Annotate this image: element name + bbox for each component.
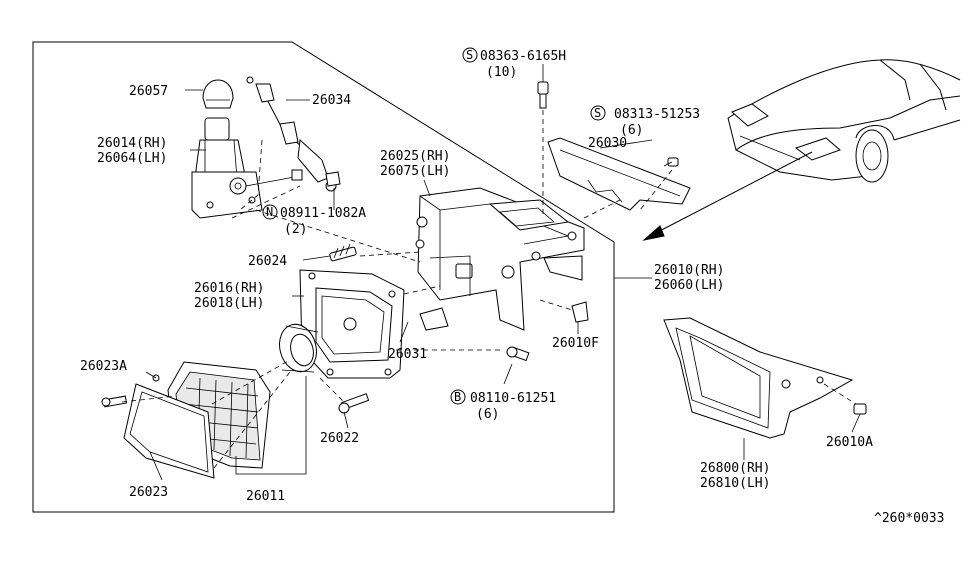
label-26014: 26014(RH)	[97, 136, 167, 151]
nut-08911-graphic	[325, 171, 341, 187]
screw-08363-graphic	[537, 81, 549, 214]
label-26023: 26023	[129, 485, 168, 500]
bolt-08110-graphic	[506, 346, 530, 362]
label-26010F: 26010F	[552, 336, 599, 351]
assembly-guide-lines	[121, 185, 621, 469]
symbol-b-08110-letter: B	[454, 390, 461, 404]
symbol-s-08313-letter: S	[594, 106, 601, 120]
headlamp-shroud-graphic	[663, 317, 867, 439]
label-08911: 08911-1082A	[280, 206, 366, 221]
screw-26022-graphic	[338, 393, 370, 414]
label-26030: 26030	[588, 136, 627, 151]
drawing-code: ^260*0033	[874, 511, 944, 526]
screw-08313-graphic	[639, 157, 679, 211]
label-08110-qty: (6)	[476, 407, 499, 422]
label-26800: 26800(RH)	[700, 461, 770, 476]
headlamp-housing-graphic	[299, 269, 405, 379]
label-26010A: 26010A	[826, 435, 873, 450]
label-26060: 26060(LH)	[654, 278, 724, 293]
callout-arrow	[642, 151, 813, 241]
adjuster-ring-graphic	[279, 323, 319, 373]
adjust-screw-26024-graphic	[329, 243, 357, 262]
diagram-frame	[32, 41, 615, 513]
label-08313-qty: (6)	[620, 123, 643, 138]
label-08313: 08313-51253	[614, 107, 700, 122]
label-26022: 26022	[320, 431, 359, 446]
symbol-s-08313: S	[590, 105, 606, 121]
label-08363-qty: (10)	[486, 65, 517, 80]
headlamp-motor-graphic	[191, 79, 303, 219]
label-26057: 26057	[129, 84, 168, 99]
mounting-bracket-graphic	[415, 187, 585, 331]
label-26018: 26018(LH)	[194, 296, 264, 311]
leader-lines	[145, 64, 861, 481]
label-26034: 26034	[312, 93, 351, 108]
label-08110: 08110-61251	[470, 391, 556, 406]
label-26011: 26011	[246, 489, 285, 504]
label-26016: 26016(RH)	[194, 281, 264, 296]
label-26025: 26025(RH)	[380, 149, 450, 164]
label-08911-qty: (2)	[284, 222, 307, 237]
label-26064: 26064(LH)	[97, 151, 167, 166]
symbol-b-08110: B	[450, 389, 466, 405]
label-26031: 26031	[388, 347, 427, 362]
symbol-s-08363-letter: S	[466, 48, 473, 62]
label-26075: 26075(LH)	[380, 164, 450, 179]
symbol-s-08363: S	[462, 47, 478, 63]
screw-26023a-graphic	[101, 395, 128, 408]
label-26810: 26810(LH)	[700, 476, 770, 491]
clip-26010f-graphic	[571, 301, 589, 323]
car-illustration	[727, 59, 961, 183]
label-26024: 26024	[248, 254, 287, 269]
symbol-n-08911-letter: N	[266, 205, 273, 219]
symbol-n-08911: N	[262, 204, 278, 220]
label-26010: 26010(RH)	[654, 263, 724, 278]
label-26023A: 26023A	[80, 359, 127, 374]
label-08363: 08363-6165H	[480, 49, 566, 64]
bezel-ring-graphic	[123, 374, 215, 479]
